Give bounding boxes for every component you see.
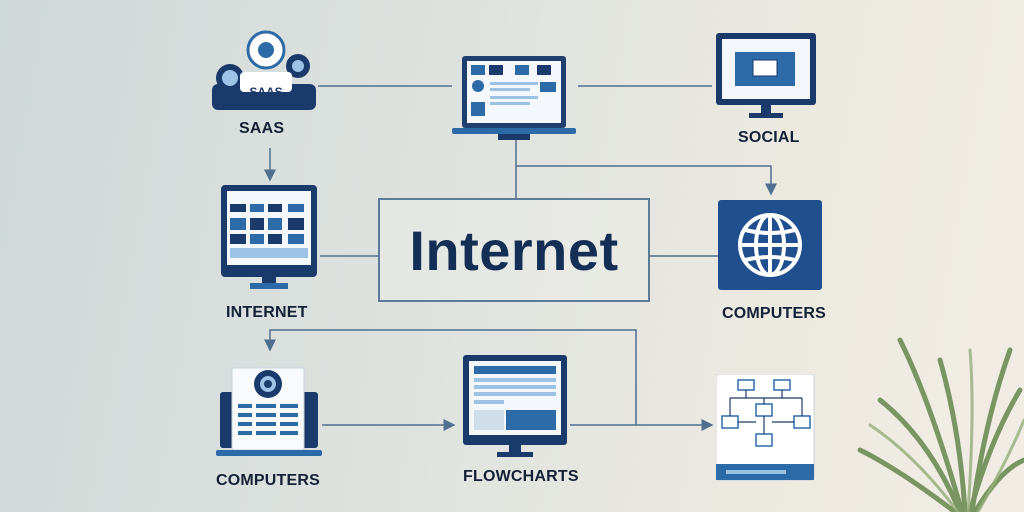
flowcharts-node[interactable] (462, 354, 570, 458)
spreadsheet-monitor-icon (463, 355, 567, 457)
saas-node[interactable]: SAAS (210, 30, 322, 112)
flowchart-doc-icon (716, 374, 815, 481)
internet-center-box[interactable]: Internet (378, 198, 650, 302)
monitor-grid-icon (221, 185, 317, 289)
saas-label: SAAS (239, 120, 285, 137)
computers-laptop-node[interactable] (216, 366, 322, 458)
computers-laptop-label: COMPUTERS (216, 472, 321, 489)
laptop-doc-icon (216, 367, 322, 456)
internet-label: INTERNET (226, 304, 308, 321)
arrow-loop-computers (264, 329, 637, 425)
computers-globe-label: COMPUTERS (722, 305, 827, 322)
arrow-laptop-computers (515, 140, 777, 196)
globe-icon (718, 200, 822, 290)
cloud-users-icon (212, 30, 316, 110)
flowcharts-label: FLOWCHARTS (463, 468, 579, 485)
social-node[interactable] (715, 32, 817, 120)
flowchart-doc-node[interactable] (716, 374, 816, 482)
monitor-icon (716, 33, 816, 118)
social-label: SOCIAL (738, 129, 800, 146)
laptop-icon (452, 56, 576, 140)
computers-globe-node[interactable] (718, 200, 824, 292)
center-title: Internet (409, 218, 619, 282)
laptop-dashboard-node[interactable] (452, 54, 578, 142)
internet-node[interactable] (220, 184, 320, 292)
saas-badge-text: SAAS (249, 85, 283, 99)
